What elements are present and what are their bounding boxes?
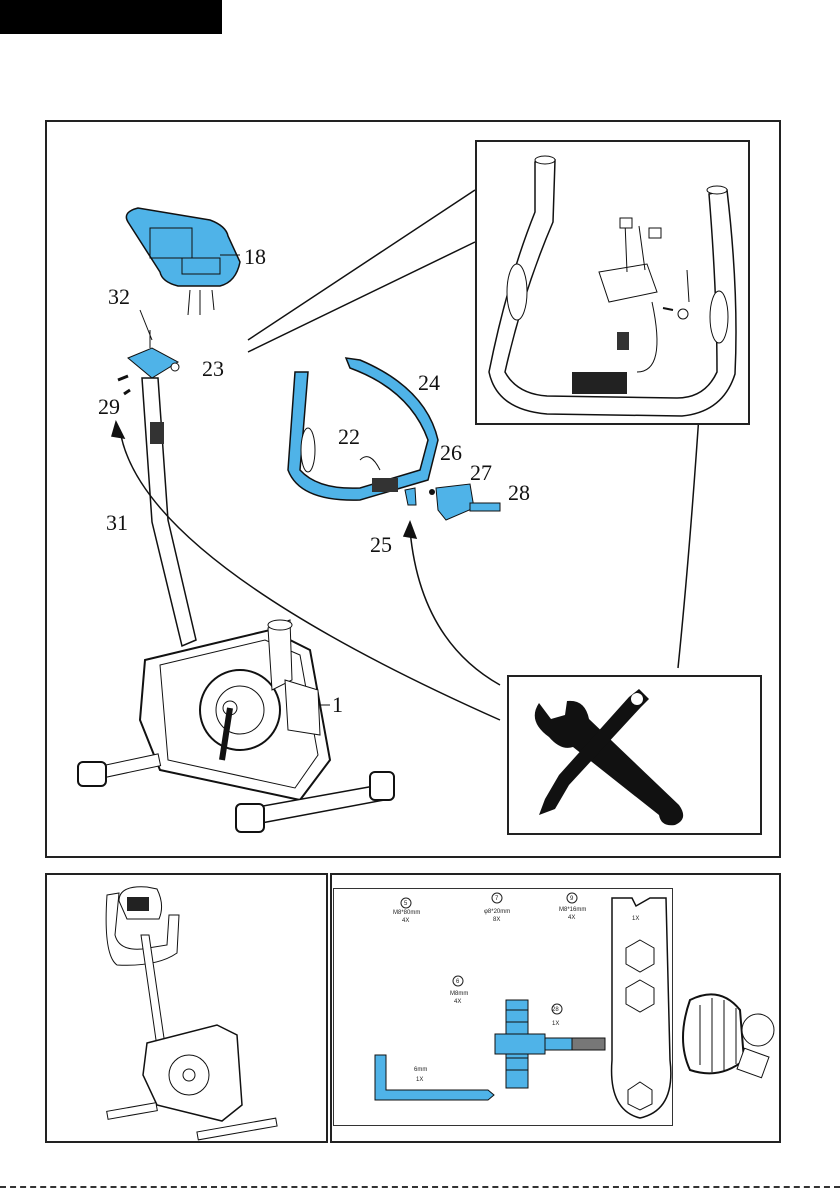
hw-qty-5: 4X bbox=[402, 918, 409, 924]
spanner-wrench-icon bbox=[612, 898, 671, 1118]
hw-spec-6: M8mm bbox=[450, 991, 468, 997]
hw-qty-28: 1X bbox=[552, 1021, 559, 1027]
knob-bolt-icon bbox=[495, 1000, 605, 1088]
hw-spec-9: M8*16mm bbox=[559, 907, 586, 913]
wrench-qty: 1X bbox=[632, 916, 639, 922]
allen-key-qty: 1X bbox=[416, 1077, 423, 1083]
hw-spec-5: M8*80mm bbox=[393, 910, 420, 916]
hw-qty-6: 4X bbox=[454, 999, 461, 1005]
hw-num-28: 28 bbox=[552, 1007, 559, 1013]
hw-qty-9: 4X bbox=[568, 915, 575, 921]
tension-knob-icon bbox=[683, 994, 774, 1077]
hw-spec-7: φ8*20mm bbox=[484, 909, 510, 915]
allen-key-spec: 6mm bbox=[414, 1067, 427, 1073]
hw-qty-7: 8X bbox=[493, 917, 500, 923]
allen-key-icon bbox=[375, 1055, 494, 1100]
page-bottom-dashed-rule bbox=[0, 1186, 840, 1188]
